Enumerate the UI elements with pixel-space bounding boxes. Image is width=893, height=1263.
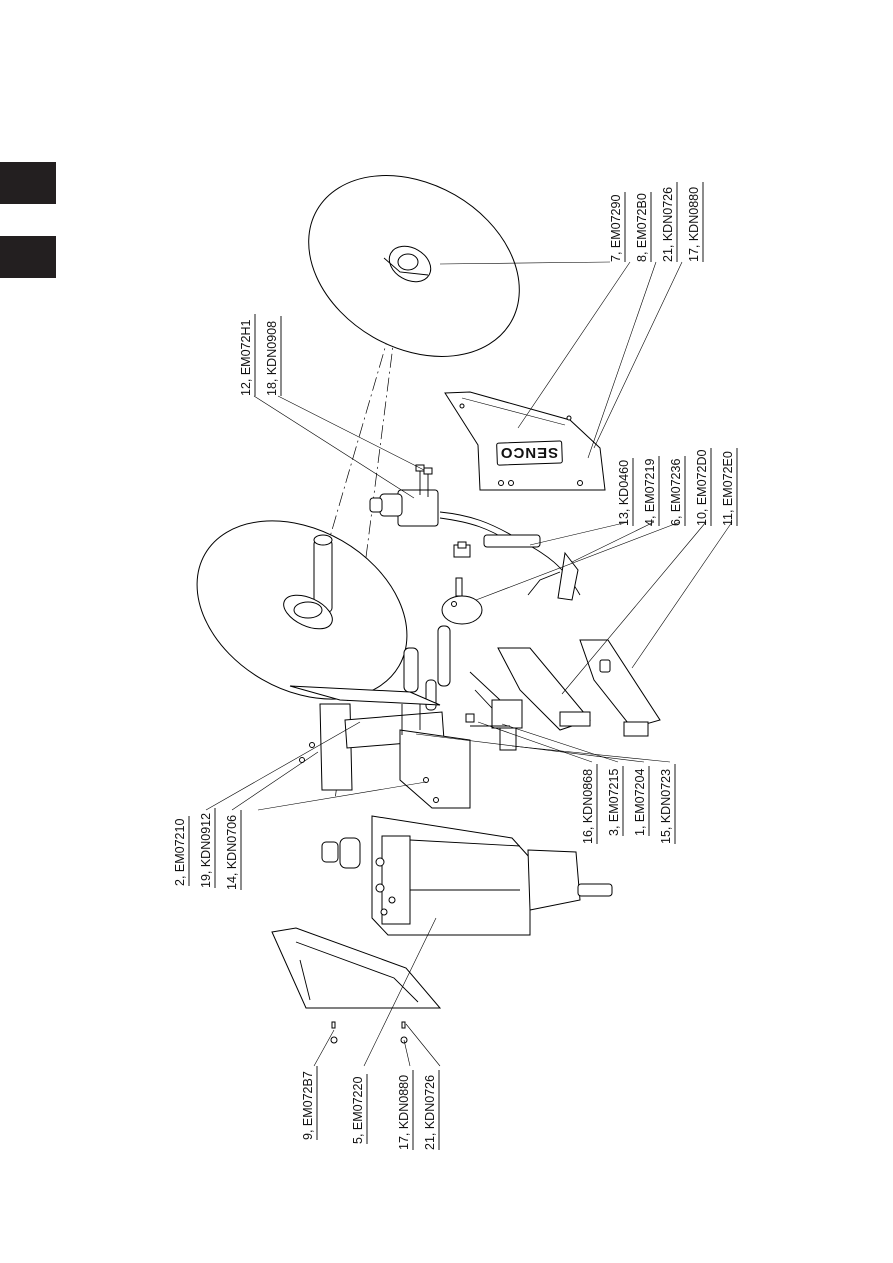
callout-9: 9, EM072B7 [301, 1071, 315, 1140]
callout-5: 5, EM07220 [351, 1077, 365, 1144]
callout-21-bottom: 21, KDN0726 [423, 1075, 437, 1150]
callout-17-bottom: 17, KDN0880 [397, 1075, 411, 1150]
leader-lines [205, 261, 733, 1067]
callout-6: 6, EM07236 [669, 459, 683, 526]
callout-18: 18, KDN0908 [265, 321, 279, 396]
motor-housing [321, 815, 613, 936]
callout-13: 13, KD0460 [617, 460, 631, 526]
main-frame [289, 685, 471, 809]
reel-flange-left [196, 520, 408, 700]
callout-3: 3, EM07215 [607, 769, 621, 836]
callout-15: 15, KDN0723 [659, 769, 673, 844]
section-tab-2 [0, 236, 56, 278]
senco-logo-text: SENCO [500, 444, 558, 461]
callout-1: 1, EM07204 [633, 769, 647, 836]
callout-21-top: 21, KDN0726 [661, 187, 675, 262]
reel-flange-right [308, 175, 520, 357]
guide-arm-10 [469, 647, 591, 731]
sensor-13 [453, 534, 541, 558]
callout-7: 7, EM07290 [609, 195, 623, 262]
callout-19: 19, KDN0912 [199, 813, 213, 888]
senco-cover-plate: SENCO [444, 391, 606, 491]
guide-arm-11 [579, 639, 661, 737]
callout-10: 10, EM072D0 [695, 450, 709, 526]
callout-8: 8, EM072B0 [635, 193, 649, 262]
guide-rollers [403, 625, 451, 711]
callout-16: 16, KDN0868 [581, 769, 595, 844]
callout-17-top: 17, KDN0880 [687, 187, 701, 262]
callout-14: 14, KDN0706 [225, 815, 239, 890]
bracket-4 [527, 551, 579, 601]
callout-12: 12, EM072H1 [239, 320, 253, 396]
tension-block [465, 699, 523, 751]
callout-4: 4, EM07219 [643, 459, 657, 526]
callout-2: 2, EM07210 [173, 819, 187, 886]
callout-11: 11, EM072E0 [721, 451, 735, 526]
callout-labels: 7, EM07290 8, EM072B0 21, KDN0726 17, KD… [173, 182, 738, 1150]
tray-cover-9 [271, 927, 442, 1044]
disc-6 [441, 577, 483, 625]
section-tab-1 [0, 162, 56, 204]
